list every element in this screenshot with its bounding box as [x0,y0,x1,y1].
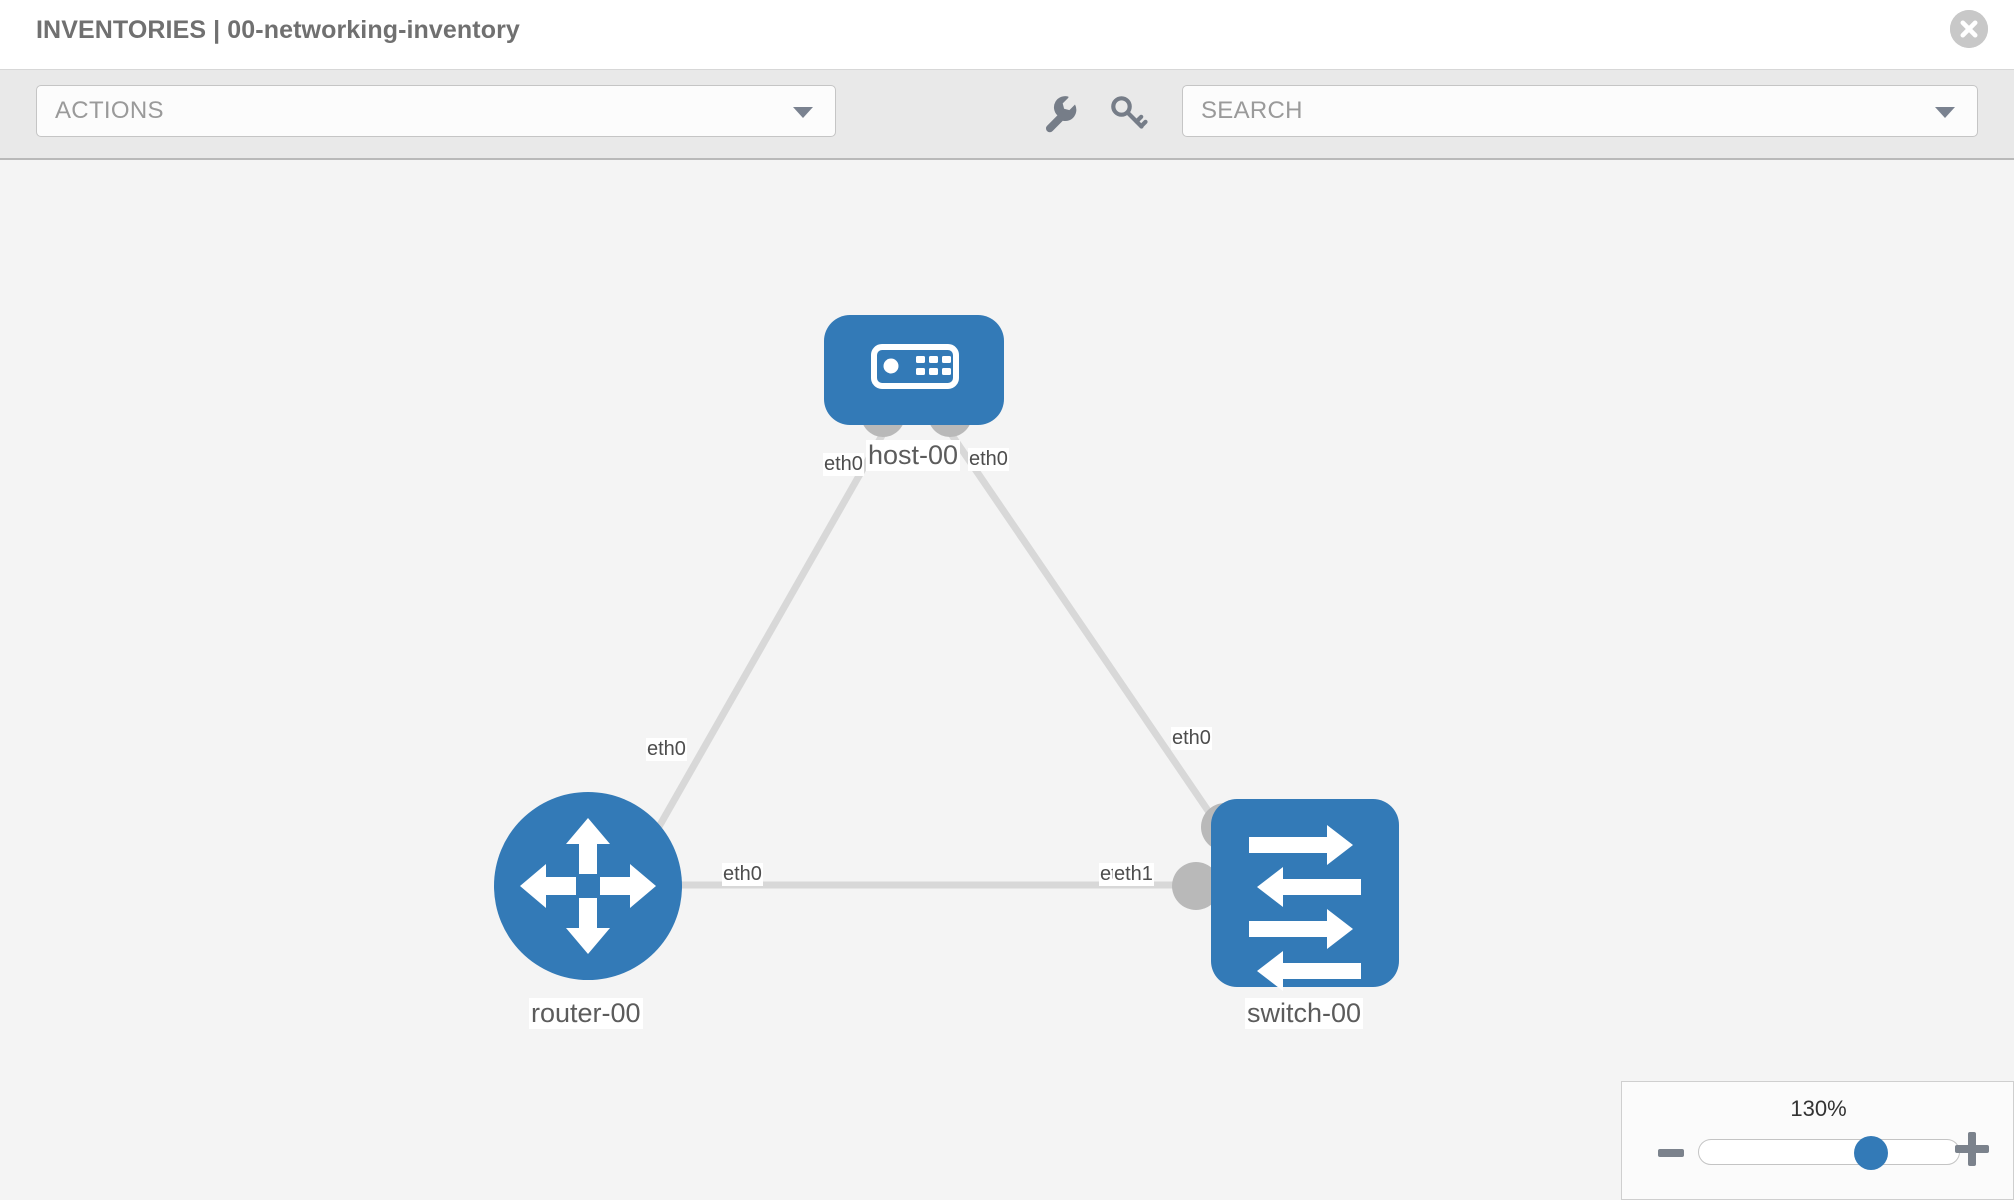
node-switch-00 [1211,799,1399,991]
node-label-switch[interactable]: switch-00 [1245,998,1364,1029]
edge-label-switch-up: eth0 [1171,727,1212,750]
node-router-00 [494,792,682,980]
edge-label-host-right: eth0 [968,448,1009,471]
edge-label-host-left: eth0 [823,453,864,476]
switch-arrows-icon [1249,825,1361,991]
router-arrows-icon [520,818,656,954]
link-host-router [636,423,892,862]
node-label-host[interactable]: host-00 [866,440,961,471]
topology-connectors [648,415,1249,910]
page-title: INVENTORIES | 00-networking-inventory [36,16,520,44]
key-icon[interactable] [1105,90,1151,136]
edge-label-router-up: eth0 [646,738,687,761]
node-host-00 [824,315,1004,425]
node-host-shape [824,315,1004,425]
close-icon[interactable] [1950,10,1988,48]
edge-label-router-right: eth0 [722,863,763,886]
page-header: INVENTORIES | 00-networking-inventory [0,0,2014,70]
actions-dropdown-label: ACTIONS [55,97,164,124]
zoom-control-panel: 130% [1621,1081,2014,1200]
chevron-down-icon[interactable] [1935,107,1955,118]
node-router-shape [494,792,682,980]
zoom-slider-thumb[interactable] [1853,1136,1888,1170]
wrench-icon[interactable] [1035,90,1081,136]
connector-switch-left [1172,862,1220,910]
link-host-switch [942,423,1231,842]
chevron-down-icon [793,107,813,118]
node-label-router[interactable]: router-00 [529,998,643,1029]
minus-icon[interactable] [1658,1140,1684,1166]
plus-icon[interactable] [1955,1132,1989,1166]
search-input[interactable]: SEARCH [1182,85,1978,137]
edge-label-switch-left-b: eth1 [1113,863,1154,886]
topology-canvas[interactable]: host-00 router-00 switch-00 eth0 eth0 et… [0,160,2014,1200]
zoom-slider-track[interactable] [1698,1136,1960,1170]
server-icon [871,344,959,389]
actions-dropdown[interactable]: ACTIONS [36,85,836,137]
search-placeholder: SEARCH [1201,97,1303,124]
zoom-level-value: 130% [1790,1096,1847,1121]
topology-links [636,423,1231,889]
